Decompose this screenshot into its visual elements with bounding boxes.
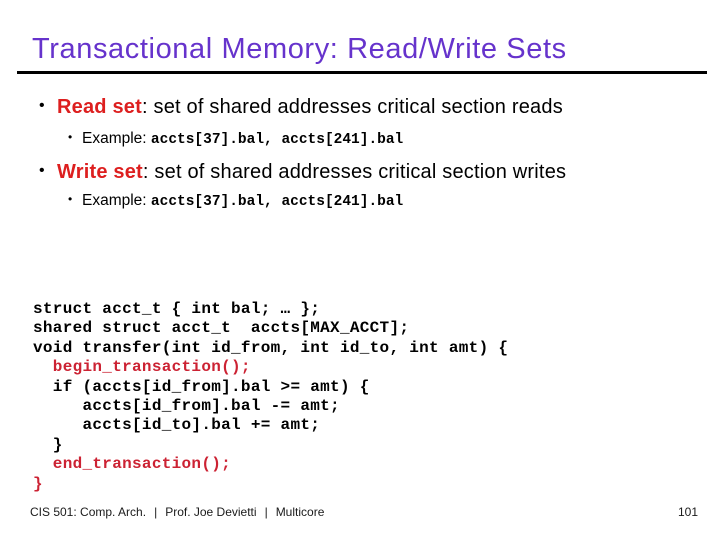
code-line: } <box>33 435 63 454</box>
code-line: struct acct_t { int bal; … }; <box>33 300 321 318</box>
bullet-marker: • <box>39 162 45 179</box>
code-block: struct acct_t { int bal; … };shared stru… <box>33 300 508 494</box>
bullet-text: Read set: set of shared addresses critic… <box>57 96 563 119</box>
code-line: accts[id_from].bal -= amt; <box>33 397 340 416</box>
code-line: void transfer(int id_from, int id_to, in… <box>33 338 509 357</box>
code-line: } <box>33 474 43 493</box>
bullet-marker: • <box>39 97 45 114</box>
bullet-head: Write set <box>57 161 143 183</box>
footer-topic: Multicore <box>275 505 325 519</box>
example-code: accts[37].bal, accts[241].bal <box>150 132 404 148</box>
bullet-marker: • <box>68 130 73 144</box>
bullet-text: Write set: set of shared addresses criti… <box>57 161 566 184</box>
bullet-rest: : set of shared addresses critical secti… <box>142 161 567 183</box>
footer-course: CIS 501: Comp. Arch. <box>30 505 147 519</box>
footer-separator: | <box>154 505 158 519</box>
slide-title: Transactional Memory: Read/Write Sets <box>32 33 567 65</box>
bullet-marker: • <box>68 192 73 206</box>
page-number: 101 <box>677 505 698 519</box>
bullet-head: Read set <box>57 96 142 118</box>
code-line: if (accts[id_from].bal >= amt) { <box>33 377 370 396</box>
code-line: end_transaction(); <box>33 455 232 474</box>
code-line: shared struct acct_t accts[MAX_ACCT]; <box>33 319 410 338</box>
example-text: Example: accts[37].bal, accts[241].bal <box>82 130 403 148</box>
code-line: begin_transaction(); <box>33 358 251 377</box>
example-code: accts[37].bal, accts[241].bal <box>150 194 404 210</box>
title-underline <box>17 71 707 74</box>
example-label: Example: <box>82 130 151 147</box>
code-line: accts[id_to].bal += amt; <box>33 416 321 435</box>
example-label: Example: <box>82 192 151 209</box>
footer: CIS 501: Comp. Arch. | Prof. Joe Deviett… <box>30 505 698 519</box>
example-text: Example: accts[37].bal, accts[241].bal <box>82 192 403 210</box>
bullet-rest: : set of shared addresses critical secti… <box>141 96 563 118</box>
footer-professor: Prof. Joe Devietti <box>165 505 257 519</box>
footer-separator: | <box>264 505 268 519</box>
